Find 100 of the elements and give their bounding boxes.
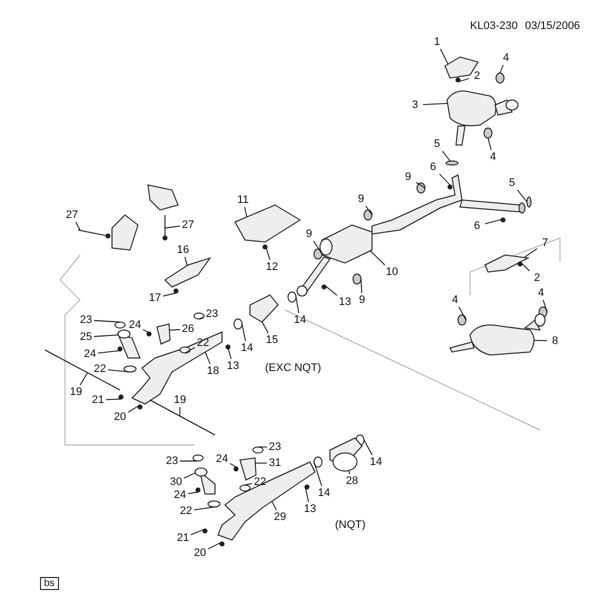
callout-number: 25 <box>80 331 92 343</box>
leader-line <box>271 500 277 510</box>
callout-number: 22 <box>94 363 106 375</box>
bolt <box>118 394 124 400</box>
leader-line <box>304 486 309 502</box>
gasket <box>252 446 264 454</box>
callout-number: 23 <box>166 455 178 467</box>
leader-line <box>458 78 470 82</box>
leader-line <box>348 470 350 474</box>
callout-number: 6 <box>474 220 480 232</box>
leader-line <box>208 542 222 550</box>
leader-line <box>179 406 180 416</box>
bolt <box>118 346 122 352</box>
leader-line <box>94 320 120 322</box>
rubber-insulator <box>496 72 504 84</box>
exhaust-pipe <box>194 468 216 494</box>
callout-number: 9 <box>358 294 366 306</box>
center-muffler <box>296 174 526 296</box>
bolt <box>196 488 200 492</box>
gasket <box>192 454 204 462</box>
gasket <box>288 292 296 302</box>
bolt <box>262 244 268 250</box>
callout-number: 19 <box>174 394 186 406</box>
callout-number: 13 <box>304 503 316 515</box>
leader-line <box>142 329 152 334</box>
bolt <box>202 528 208 534</box>
bolt <box>456 78 460 82</box>
leader-line <box>184 256 188 266</box>
callout-number: 24 <box>128 319 142 331</box>
callout-number: 20 <box>194 547 206 559</box>
callout-number: 4 <box>538 287 544 299</box>
leader-line <box>230 463 237 468</box>
callout-number: 23 <box>268 441 282 453</box>
callout-number: 14 <box>294 314 306 326</box>
leader-line <box>242 324 246 342</box>
oxygen-sensor <box>162 214 168 240</box>
gasket <box>446 160 458 166</box>
bolt <box>234 466 238 472</box>
callout-number: 22 <box>180 505 192 517</box>
leader-line <box>266 248 270 260</box>
leader-line <box>128 404 140 413</box>
callout-number: 5 <box>508 177 516 189</box>
heat-shield <box>484 254 530 273</box>
callout-number: 9 <box>358 193 364 205</box>
spring-clamp <box>526 196 532 208</box>
leader-line <box>365 206 372 216</box>
note-text: (EXC NQT) <box>265 362 322 374</box>
leader-line <box>524 248 538 258</box>
leader-line <box>75 222 81 231</box>
leader-line <box>458 306 466 320</box>
leader-line <box>190 528 206 536</box>
gasket <box>240 484 250 492</box>
leader-line <box>98 350 122 354</box>
callout-number: 1 <box>434 36 440 48</box>
callout-number: 9 <box>404 171 412 183</box>
leader-line <box>204 352 211 364</box>
leader-line <box>313 240 322 254</box>
callout-number: 26 <box>182 323 194 335</box>
callout-number: 22 <box>254 476 266 488</box>
leader-line <box>314 462 322 486</box>
gasket <box>208 500 220 508</box>
leader-line <box>370 250 386 266</box>
leader-line <box>360 278 362 294</box>
callout-number: 27 <box>182 219 194 231</box>
callout-number: 9 <box>306 228 312 240</box>
callout-number: 3 <box>412 99 418 111</box>
bolt <box>304 484 310 490</box>
leader-line <box>500 64 504 74</box>
leader-line <box>542 300 548 312</box>
bolt <box>146 332 152 336</box>
bolt <box>138 404 142 410</box>
leader-line <box>422 102 448 106</box>
heat-shield <box>444 56 479 79</box>
bolt <box>174 288 178 294</box>
exhaust-manifold <box>147 184 179 211</box>
callout-number: 24 <box>216 453 228 465</box>
callout-number: 14 <box>370 456 382 468</box>
callout-number: 8 <box>552 335 558 347</box>
leader-line <box>188 492 199 494</box>
front-exhaust-pipe <box>131 331 222 405</box>
callout-number: 30 <box>170 476 182 488</box>
callout-number: 23 <box>80 314 92 326</box>
leader-line <box>484 219 502 224</box>
leader-line <box>244 206 248 218</box>
catalytic-converter <box>330 437 363 472</box>
leader-line <box>534 340 548 342</box>
gasket <box>114 322 126 328</box>
callout-number: 4 <box>452 294 458 306</box>
leader-line <box>488 138 492 150</box>
leader-line <box>108 369 130 372</box>
leader-line <box>80 372 88 386</box>
gasket <box>314 456 322 468</box>
callout-number: 24 <box>174 489 186 501</box>
leader-line <box>296 296 300 314</box>
note-text: KL03-230 <box>470 20 518 32</box>
callout-number: 20 <box>114 411 126 423</box>
callout-number: 19 <box>70 386 82 398</box>
callout-number: 6 <box>430 161 436 173</box>
callout-number: 24 <box>84 348 96 360</box>
callout-number: 29 <box>274 511 286 523</box>
